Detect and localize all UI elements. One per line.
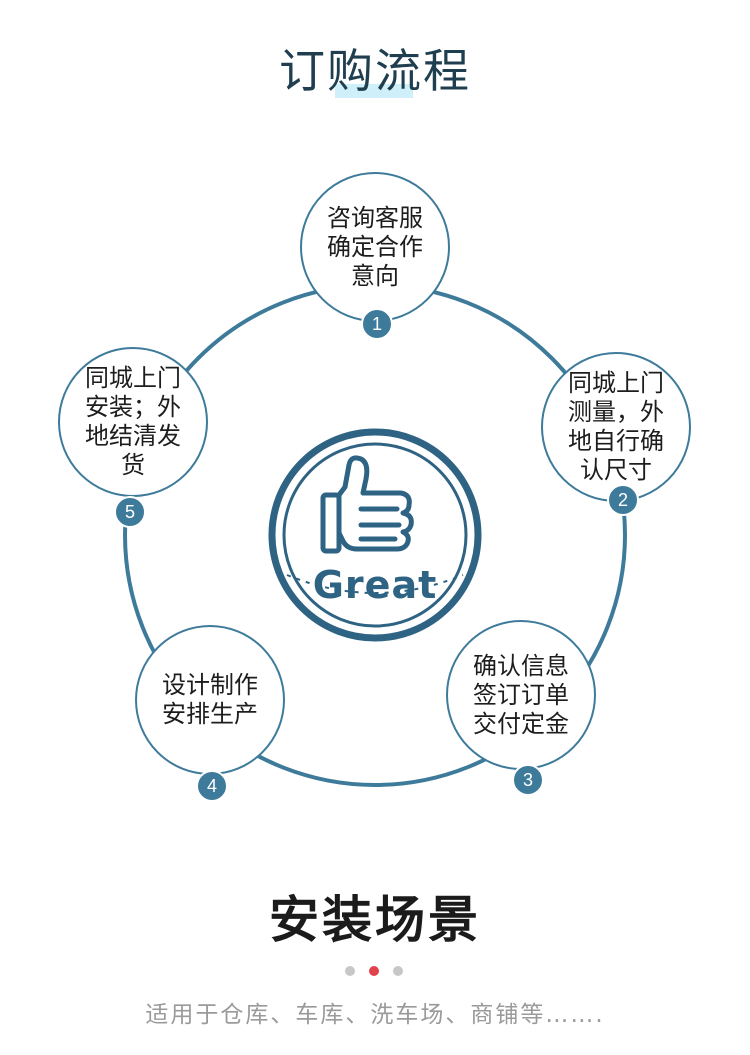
title-highlight — [335, 84, 413, 98]
step-text-1: 咨询客服 确定合作 意向 — [327, 203, 423, 290]
carousel-dot-3[interactable] — [393, 966, 403, 976]
step-node-2: 同城上门 测量，外 地自行确 认尺寸 2 — [541, 352, 691, 516]
great-stamp: Great — [265, 425, 485, 645]
step-text-3: 确认信息 签订订单 交付定金 — [473, 651, 569, 738]
carousel-dot-1[interactable] — [345, 966, 355, 976]
section-caption: 适用于仓库、车库、洗车场、商铺等……. — [145, 1002, 605, 1028]
step-text-4: 设计制作 安排生产 — [162, 671, 258, 728]
step-node-4: 设计制作 安排生产 4 — [135, 625, 285, 802]
step-number-4: 4 — [196, 770, 228, 802]
carousel-dot-2[interactable] — [369, 966, 379, 976]
order-flow-diagram: 咨询客服 确定合作 意向 1 同城上门 测量，外 地自行确 认尺寸 2 确认信息… — [0, 160, 750, 810]
step-text-5: 同城上门 安装；外 地结清发 货 — [85, 364, 181, 479]
stamp-label: Great — [312, 563, 438, 607]
step-number-5: 5 — [114, 496, 146, 528]
page-title: 订购流程 — [279, 44, 471, 98]
step-node-3: 确认信息 签订订单 交付定金 3 — [446, 620, 596, 796]
title-block: 订购流程 — [0, 40, 750, 110]
thumbs-up-icon — [320, 455, 414, 554]
section-title: 安装场景 — [269, 891, 481, 949]
step-text-2: 同城上门 测量，外 地自行确 认尺寸 — [568, 369, 664, 484]
carousel-indicator — [345, 966, 405, 978]
stamp-frame — [268, 428, 482, 642]
step-node-5: 同城上门 安装；外 地结清发 货 5 — [58, 347, 208, 528]
step-number-2: 2 — [607, 484, 639, 516]
step-number-1: 1 — [361, 308, 393, 340]
step-node-1: 咨询客服 确定合作 意向 1 — [300, 172, 450, 340]
step-number-3: 3 — [512, 764, 544, 796]
